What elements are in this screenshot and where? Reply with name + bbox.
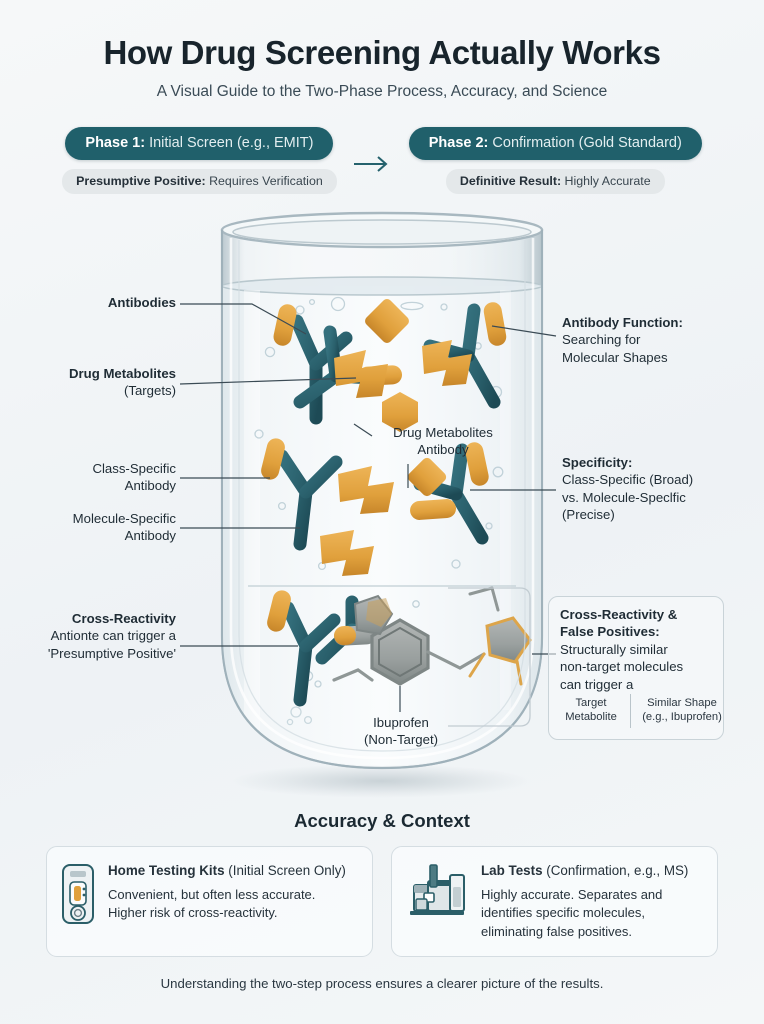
ibuprofen-molecule: [332, 618, 486, 686]
beaker-illustration: Antibodies Drug Metabolites (Targets) Cl…: [0, 206, 764, 806]
page-title: How Drug Screening Actually Works: [103, 34, 661, 71]
card-home-title-bold: Home Testing Kits: [108, 863, 225, 878]
inner-ibu-line-0: Ibuprofen: [373, 715, 429, 730]
callout-antibody-function-line-1: Molecular Shapes: [562, 349, 668, 365]
callout-molecule-specific-antibody: Molecule-Specific Antibody: [0, 510, 176, 545]
inner-label-drug-metabolites-antibody: Drug Metabolites Antibody: [358, 424, 528, 459]
card-home-title: Home Testing Kits (Initial Screen Only): [108, 861, 346, 880]
legend-similar-line-0: Similar Shape: [647, 697, 717, 709]
callout-specificity-line-1: vs. Molecule-Speclfic: [562, 489, 686, 505]
phase-2-subbadge: Definitive Result: Highly Accurate: [445, 169, 665, 194]
callout-cross-reactivity-head: Cross-Reactivity: [71, 611, 176, 626]
arrow-right-icon: [351, 154, 395, 179]
phase-row: Phase 1: Initial Screen (e.g., EMIT) Pre…: [0, 127, 764, 194]
callout-antibody-function-head: Antibody Function:: [562, 315, 683, 330]
legend-target-line-0: Target: [575, 697, 607, 709]
phase-2-badge-bold: Phase 2:: [428, 135, 489, 151]
phase-2-sub-bold: Definitive Result:: [459, 174, 562, 188]
accuracy-heading: Accuracy & Context: [294, 810, 470, 831]
card-home-body: Home Testing Kits (Initial Screen Only) …: [108, 861, 346, 923]
phase-1-sub-bold: Presumptive Positive:: [76, 174, 206, 188]
callout-cross-reactivity: Cross-Reactivity Antionte can trigger a …: [0, 610, 176, 662]
callout-drug-metabolites-head: Drug Metabolites: [69, 366, 176, 381]
accuracy-cards: Home Testing Kits (Initial Screen Only) …: [0, 832, 764, 958]
metabolite-shapes: [320, 299, 472, 576]
antibody-4: [261, 438, 343, 551]
legend-target-line-1: Metabolite: [565, 711, 617, 723]
legend-similar-line-1: (e.g., Ibuprofen): [642, 711, 722, 723]
callout-crfp-head: Cross-Reactivity &: [560, 607, 678, 622]
phase-1-badge-rest: Initial Screen (e.g., EMIT): [145, 135, 314, 151]
card-lab-line-1: identifies specific molecules,: [481, 905, 646, 921]
callout-crfp-line-0: Structurally similar: [560, 641, 668, 657]
callout-cross-reactivity-line-1: 'Presumptive Positive': [47, 645, 176, 661]
antibody-6: [267, 590, 341, 707]
callout-crfp-line-1: non-target molecules: [560, 659, 684, 675]
card-lab-line-0: Highly accurate. Separates and: [481, 887, 663, 903]
gc-ms-instrument-icon: [406, 861, 468, 926]
phase-1-badge[interactable]: Phase 1: Initial Screen (e.g., EMIT): [65, 127, 334, 160]
callout-crfp-line-2: can trigger a: [560, 676, 634, 692]
beaker-svg: [179, 211, 557, 798]
similar-shape-pentagon: [468, 586, 532, 686]
callout-specificity-head: Specificity:: [562, 455, 633, 470]
target-metabolite-pentagon: [353, 594, 394, 636]
card-lab-title-rest: (Confirmation, e.g., MS): [542, 863, 689, 878]
callout-specificity-line-2: (Precise): [562, 507, 615, 523]
callout-drug-metabolites-line-0: (Targets): [123, 383, 176, 399]
antibody-5: [413, 442, 489, 545]
card-home-line-1: Higher risk of cross-reactivity.: [108, 905, 278, 921]
page-subtitle: A Visual Guide to the Two-Phase Process,…: [156, 83, 608, 100]
legend-similar-shape: Similar Shape (e.g., Ibuprofen): [636, 696, 728, 724]
callout-specificity: Specificity: Class-Specific (Broad) vs. …: [562, 454, 758, 524]
phase-1-group: Phase 1: Initial Screen (e.g., EMIT) Pre…: [62, 127, 337, 194]
callout-crfp-head2: False Positives:: [560, 624, 660, 640]
legend-target-metabolite: Target Metabolite: [556, 696, 626, 724]
card-lab-tests[interactable]: Lab Tests (Confirmation, e.g., MS) Highl…: [391, 846, 718, 958]
inner-label-ibuprofen: Ibuprofen (Non-Target): [326, 714, 476, 749]
card-lab-title: Lab Tests (Confirmation, e.g., MS): [481, 861, 688, 880]
card-lab-body: Lab Tests (Confirmation, e.g., MS) Highl…: [481, 861, 688, 941]
callout-antibodies-head: Antibodies: [107, 295, 176, 310]
callout-class-specific-antibody: Class-Specific Antibody: [0, 460, 176, 495]
card-lab-line-2: eliminating false positives.: [481, 923, 633, 939]
legend-divider: [630, 694, 631, 728]
phase-arrow: [351, 142, 395, 179]
callout-cross-reactivity-line-0: Antionte can trigger a: [50, 628, 176, 644]
footer-note: Understanding the two-step process ensur…: [160, 976, 604, 992]
home-test-cassette-icon: [61, 861, 95, 930]
inner-dma-line-0: Drug Metabolites: [393, 425, 493, 440]
callout-molecule-specific-line-0: Molecule-Specific: [72, 511, 176, 526]
callout-class-specific-line-1: Antibody: [124, 478, 176, 494]
callout-antibody-function-line-0: Searching for: [562, 332, 641, 348]
phase-1-badge-bold: Phase 1:: [85, 135, 146, 151]
inner-ibu-line-1: (Non-Target): [363, 732, 439, 748]
callout-class-specific-line-0: Class-Specific: [92, 461, 176, 476]
cross-reactivity-box: [548, 596, 724, 740]
callout-antibodies: Antibodies: [0, 294, 176, 311]
phase-2-badge-rest: Confirmation (Gold Standard): [488, 135, 682, 151]
card-home-line-0: Convenient, but often less accurate.: [108, 887, 316, 903]
phase-1-sub-rest: Requires Verification: [205, 174, 323, 188]
callout-cross-reactivity-false-positives: Cross-Reactivity & False Positives: Stru…: [560, 606, 724, 693]
legend-frame: [448, 587, 531, 727]
callout-drug-metabolites: Drug Metabolites (Targets): [0, 365, 176, 400]
inner-dma-line-1: Antibody: [417, 442, 469, 458]
header: How Drug Screening Actually Works A Visu…: [0, 0, 764, 101]
card-home-testing-kits[interactable]: Home Testing Kits (Initial Screen Only) …: [46, 846, 373, 958]
card-home-title-rest: (Initial Screen Only): [224, 863, 346, 878]
phase-2-sub-rest: Highly Accurate: [561, 174, 651, 188]
phase-2-group: Phase 2: Confirmation (Gold Standard) De…: [408, 127, 702, 194]
callout-antibody-function: Antibody Function: Searching for Molecul…: [562, 314, 758, 366]
phase-1-subbadge: Presumptive Positive: Requires Verificat…: [62, 169, 337, 194]
card-lab-title-bold: Lab Tests: [481, 863, 543, 878]
phase-2-badge[interactable]: Phase 2: Confirmation (Gold Standard): [408, 127, 702, 160]
leader-lines: [179, 303, 557, 712]
callout-specificity-line-0: Class-Specific (Broad): [562, 472, 694, 488]
callout-molecule-specific-line-1: Antibody: [124, 528, 176, 544]
